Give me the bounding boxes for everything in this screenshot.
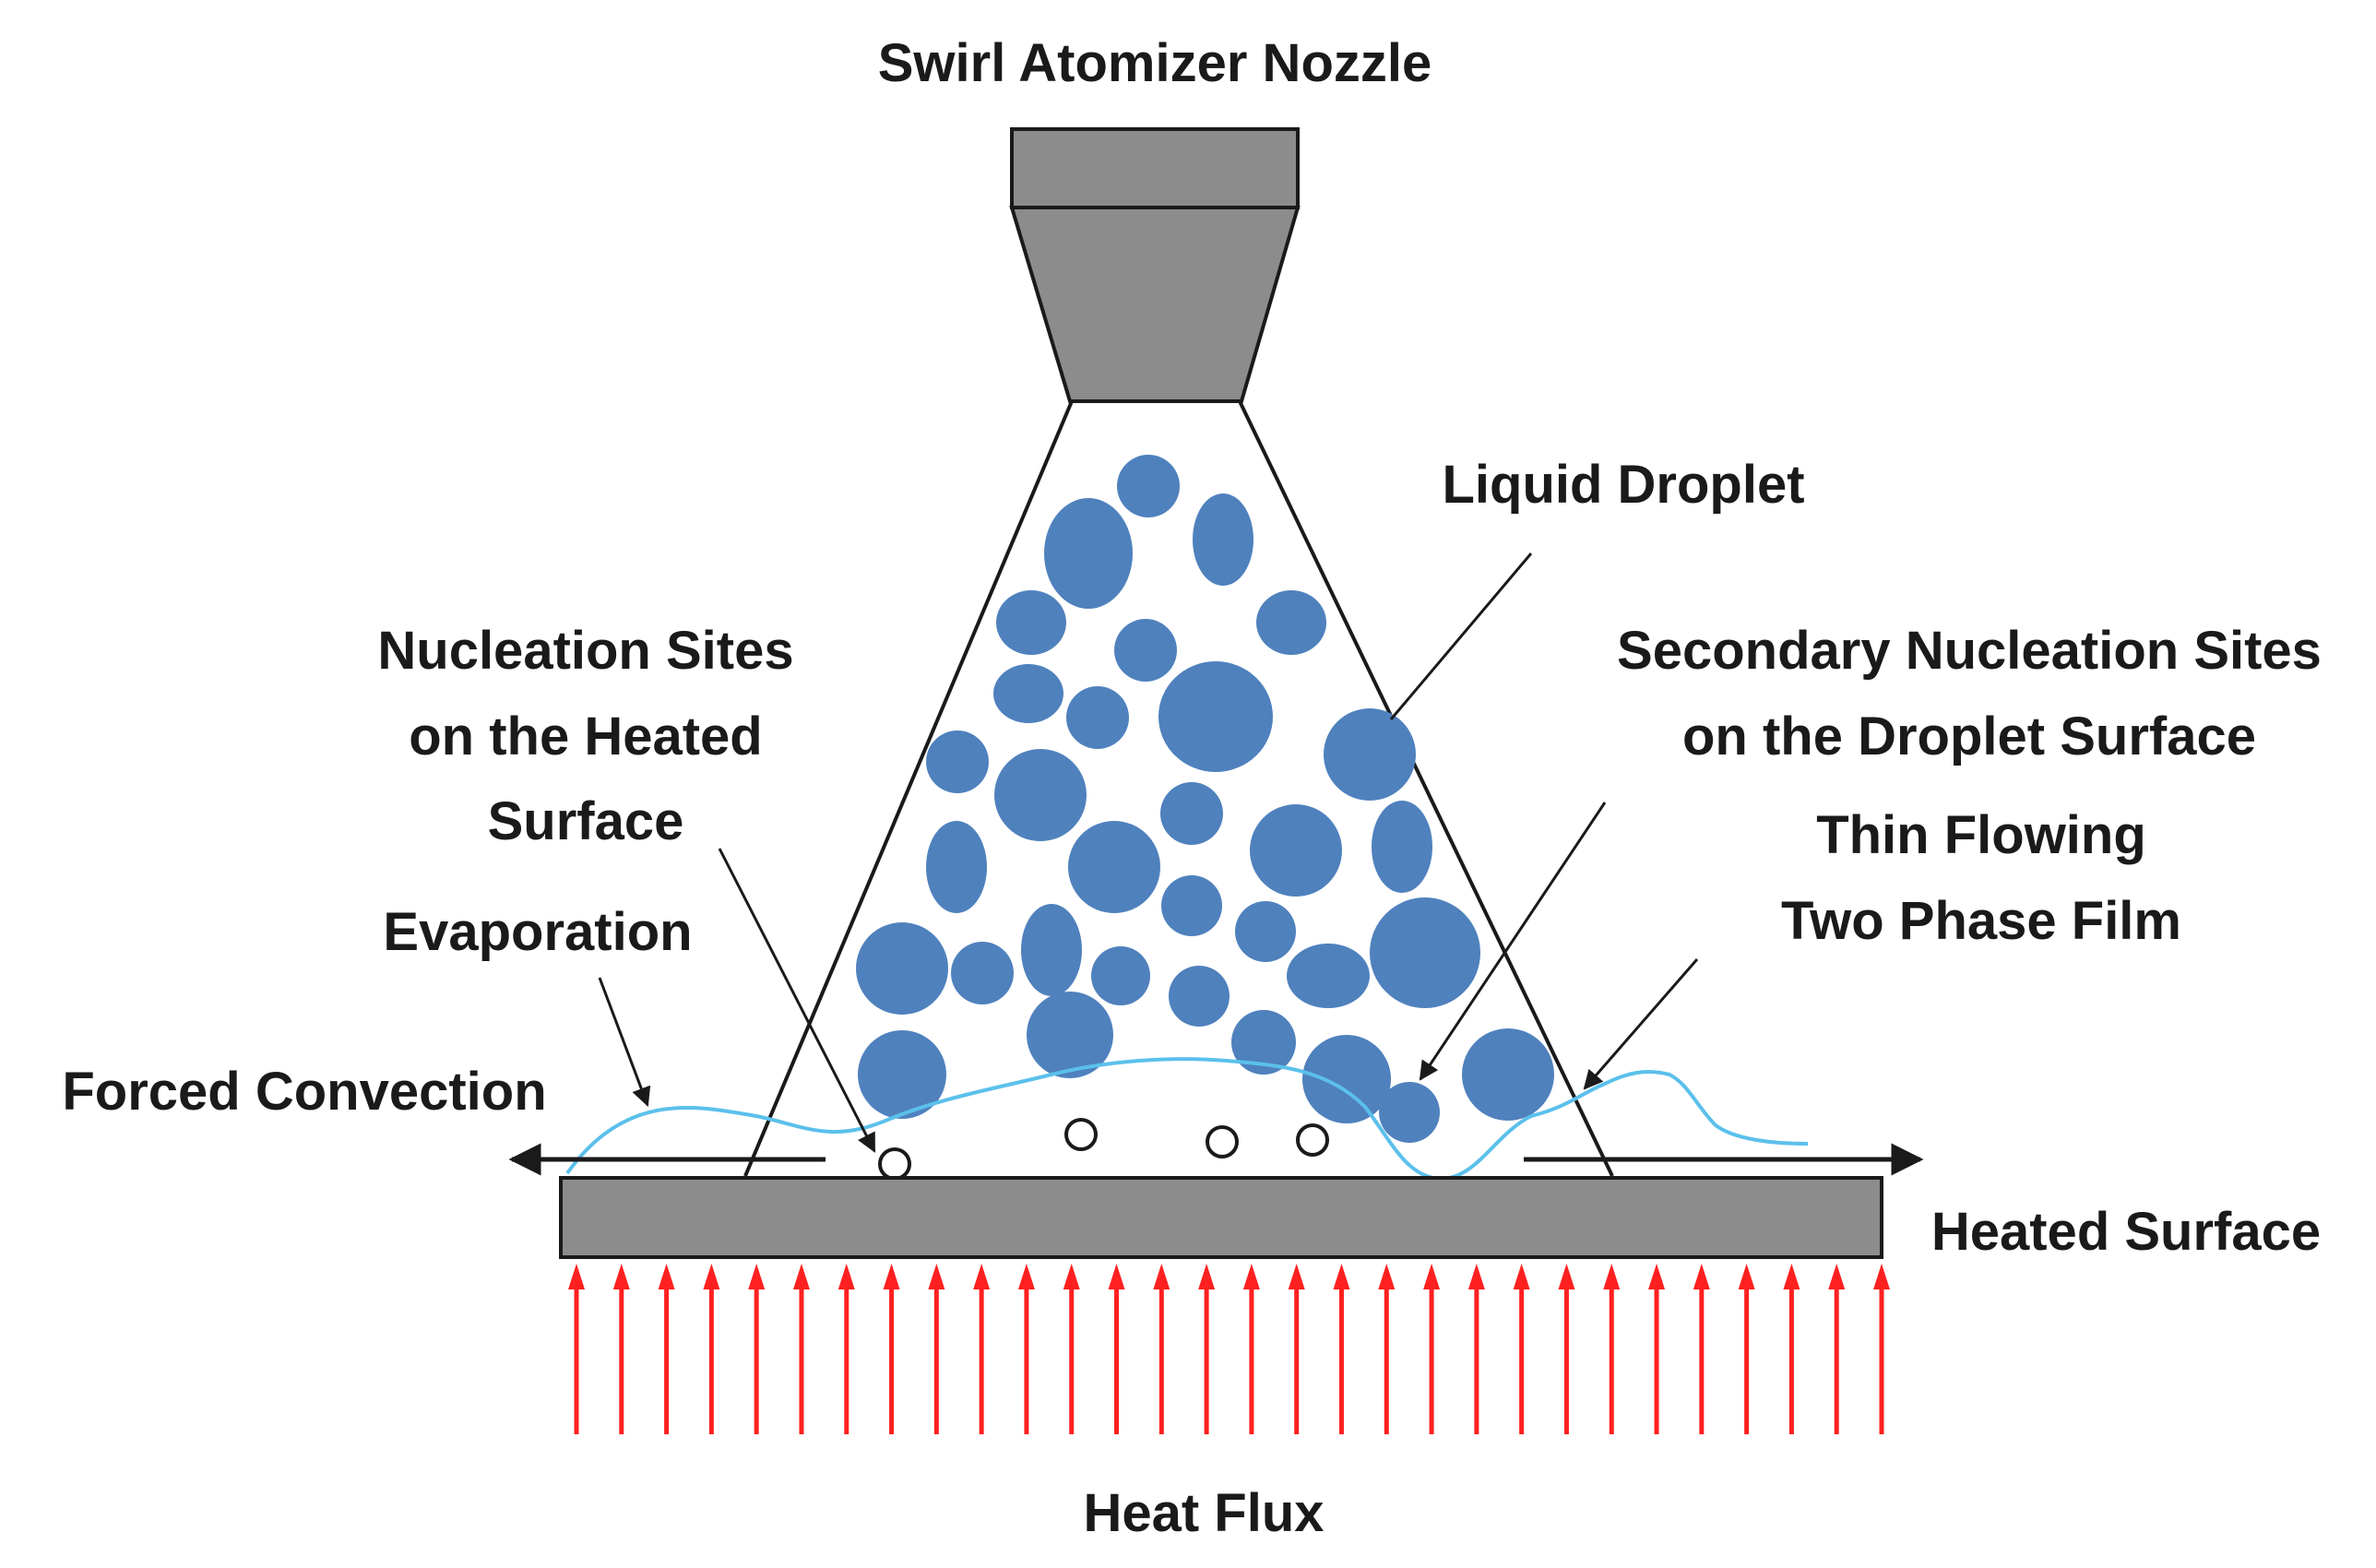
bubble bbox=[1206, 1125, 1239, 1158]
heated-surface-plate bbox=[559, 1176, 1883, 1259]
liquid-droplet bbox=[1021, 904, 1082, 996]
evaporation-pointer bbox=[598, 977, 651, 1107]
liquid-droplet-label: Liquid Droplet bbox=[1442, 455, 1804, 515]
heat-flux-arrowhead bbox=[1198, 1264, 1216, 1289]
nucleation-sites-label-line1: Nucleation Sites bbox=[377, 621, 793, 681]
liquid-droplet bbox=[1169, 966, 1230, 1027]
nozzle-label: Swirl Atomizer Nozzle bbox=[878, 33, 1432, 93]
liquid-droplet bbox=[1462, 1028, 1554, 1121]
liquid-droplet bbox=[1379, 1082, 1440, 1143]
nozzle bbox=[1009, 127, 1301, 403]
liquid-droplet bbox=[1160, 782, 1223, 845]
heat-flux-arrowhead bbox=[1333, 1264, 1350, 1289]
heat-flux-arrowhead bbox=[1828, 1264, 1846, 1289]
heat-flux-arrows bbox=[568, 1264, 1890, 1434]
liquid-droplet bbox=[856, 922, 948, 1015]
nucleation-bubbles bbox=[878, 1118, 1329, 1181]
bubble bbox=[878, 1147, 911, 1181]
heat-flux-arrowhead bbox=[1873, 1264, 1890, 1289]
liquid-droplet bbox=[1287, 944, 1370, 1008]
secondary-nucleation-label-line1: Secondary Nucleation Sites bbox=[1617, 621, 2322, 681]
heat-flux-arrowhead bbox=[1467, 1264, 1485, 1289]
heat-flux-arrowhead bbox=[1423, 1264, 1441, 1289]
heat-flux-arrowhead bbox=[1648, 1264, 1666, 1289]
heat-flux-arrowhead bbox=[1558, 1264, 1575, 1289]
nucleation-sites-pointer bbox=[718, 848, 876, 1153]
liquid-droplet bbox=[1027, 992, 1113, 1078]
heat-flux-arrowhead bbox=[1783, 1264, 1800, 1289]
liquid-droplet bbox=[926, 821, 987, 913]
heat-flux-arrowhead bbox=[1738, 1264, 1755, 1289]
liquid-droplet bbox=[1066, 686, 1129, 749]
liquid-droplet bbox=[1193, 493, 1253, 586]
forced-convection-label: Forced Convection bbox=[62, 1062, 546, 1122]
secondary-nucleation-label-line2: on the Droplet Surface bbox=[1682, 707, 2256, 766]
liquid-droplet bbox=[926, 731, 989, 793]
nucleation-sites-label-line2: on the Heated bbox=[409, 707, 763, 766]
liquid-droplet bbox=[1372, 801, 1432, 893]
nozzle-cone bbox=[1009, 206, 1301, 403]
heat-flux-arrowhead bbox=[568, 1264, 585, 1289]
heat-flux-arrowhead bbox=[792, 1264, 810, 1289]
liquid-droplet bbox=[1256, 590, 1326, 655]
liquid-droplet bbox=[858, 1030, 946, 1119]
liquid-droplet bbox=[1235, 901, 1296, 962]
liquid-droplet bbox=[951, 942, 1014, 1004]
heat-flux-arrowhead bbox=[1603, 1264, 1621, 1289]
liquid-droplet bbox=[1302, 1035, 1391, 1123]
heat-flux-arrowhead bbox=[1513, 1264, 1530, 1289]
bubble bbox=[1296, 1123, 1329, 1157]
heat-flux-arrowhead bbox=[658, 1264, 675, 1289]
heat-flux-arrowhead bbox=[1242, 1264, 1260, 1289]
heat-flux-arrowhead bbox=[1153, 1264, 1170, 1289]
heat-flux-arrowhead bbox=[612, 1264, 630, 1289]
liquid-droplet bbox=[1324, 708, 1416, 801]
film-pointer bbox=[1583, 958, 1699, 1090]
liquid-droplet bbox=[1158, 661, 1273, 772]
liquid-droplet bbox=[1231, 1010, 1296, 1075]
heat-flux-arrowhead bbox=[973, 1264, 991, 1289]
film-label-line2: Two Phase Film bbox=[1781, 891, 2181, 951]
liquid-droplet bbox=[1370, 897, 1480, 1008]
two-phase-film bbox=[565, 1057, 1809, 1182]
liquid-droplet bbox=[993, 664, 1063, 723]
heat-flux-arrowhead bbox=[748, 1264, 766, 1289]
heat-flux-arrowhead bbox=[1693, 1264, 1710, 1289]
liquid-droplet-pointer bbox=[1389, 552, 1533, 720]
liquid-droplet bbox=[1044, 498, 1133, 609]
bubble bbox=[1064, 1118, 1098, 1151]
heat-flux-arrowhead bbox=[1288, 1264, 1305, 1289]
spray-cone bbox=[743, 400, 1614, 1177]
heat-flux-label: Heat Flux bbox=[1083, 1483, 1324, 1543]
heat-flux-arrowhead bbox=[1063, 1264, 1080, 1289]
heat-flux-arrowhead bbox=[928, 1264, 945, 1289]
evaporation-label: Evaporation bbox=[383, 902, 692, 962]
liquid-droplet bbox=[1091, 946, 1150, 1005]
nucleation-sites-label-line3: Surface bbox=[488, 791, 684, 851]
leader-arrows bbox=[598, 552, 1699, 1153]
liquid-droplet bbox=[1117, 455, 1180, 517]
nozzle-body bbox=[1010, 127, 1300, 209]
liquid-droplet bbox=[996, 590, 1066, 655]
secondary-nucleation-pointer bbox=[1419, 802, 1607, 1081]
heat-flux-arrowhead bbox=[883, 1264, 900, 1289]
liquid-droplet bbox=[994, 749, 1087, 841]
heat-flux-arrowhead bbox=[1017, 1264, 1035, 1289]
liquid-droplets bbox=[856, 455, 1554, 1143]
heated-surface-label: Heated Surface bbox=[1931, 1202, 2321, 1262]
heat-flux-arrowhead bbox=[703, 1264, 720, 1289]
film-label-line1: Thin Flowing bbox=[1816, 805, 2146, 865]
heat-flux-arrowhead bbox=[838, 1264, 855, 1289]
liquid-droplet bbox=[1250, 804, 1342, 897]
heat-flux-arrowhead bbox=[1378, 1264, 1396, 1289]
liquid-droplet bbox=[1114, 619, 1177, 682]
liquid-droplet bbox=[1068, 821, 1160, 913]
liquid-droplet bbox=[1161, 875, 1222, 936]
heat-flux-arrowhead bbox=[1108, 1264, 1125, 1289]
